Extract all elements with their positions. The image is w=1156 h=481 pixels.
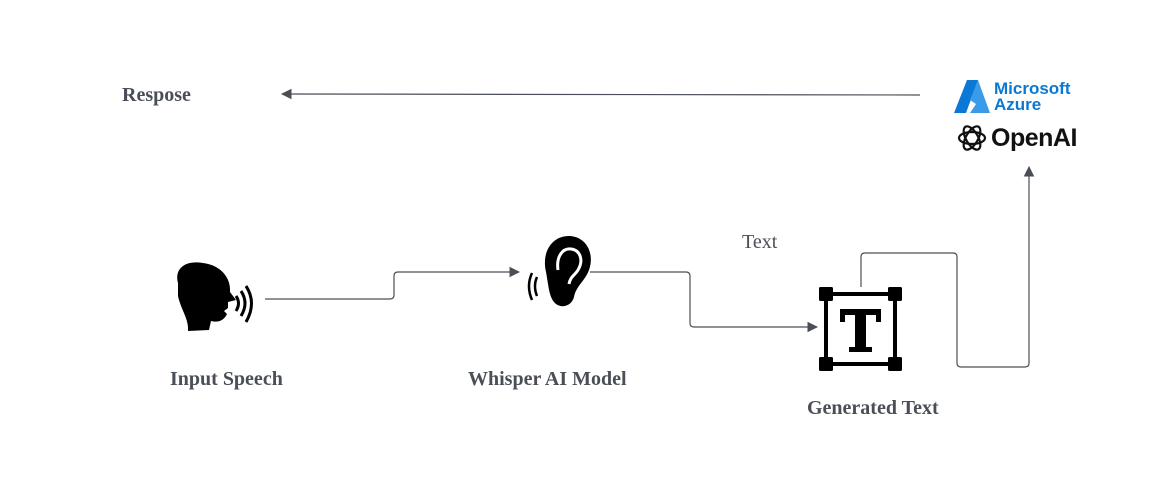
azure-logo-icon — [954, 80, 990, 113]
text-box-icon — [819, 287, 902, 371]
connector-text-to-openai — [860, 165, 1035, 368]
response-label: Respose — [122, 84, 191, 106]
microsoft-label: Microsoft — [994, 79, 1071, 98]
speaking-head-icon — [177, 262, 253, 331]
input-speech-label: Input Speech — [170, 368, 283, 390]
edge-label-text: Text — [742, 231, 778, 253]
connector-whisper-to-text — [590, 271, 819, 333]
generated-text-label: Generated Text — [807, 397, 939, 419]
openai-label: OpenAI — [991, 124, 1077, 152]
whisper-model-label: Whisper AI Model — [468, 368, 627, 390]
connector-openai-to-response — [280, 88, 921, 100]
connector-speech-to-whisper — [265, 266, 521, 300]
openai-logo-icon — [957, 125, 987, 151]
azure-label: Azure — [994, 95, 1042, 114]
ear-icon — [527, 235, 591, 307]
